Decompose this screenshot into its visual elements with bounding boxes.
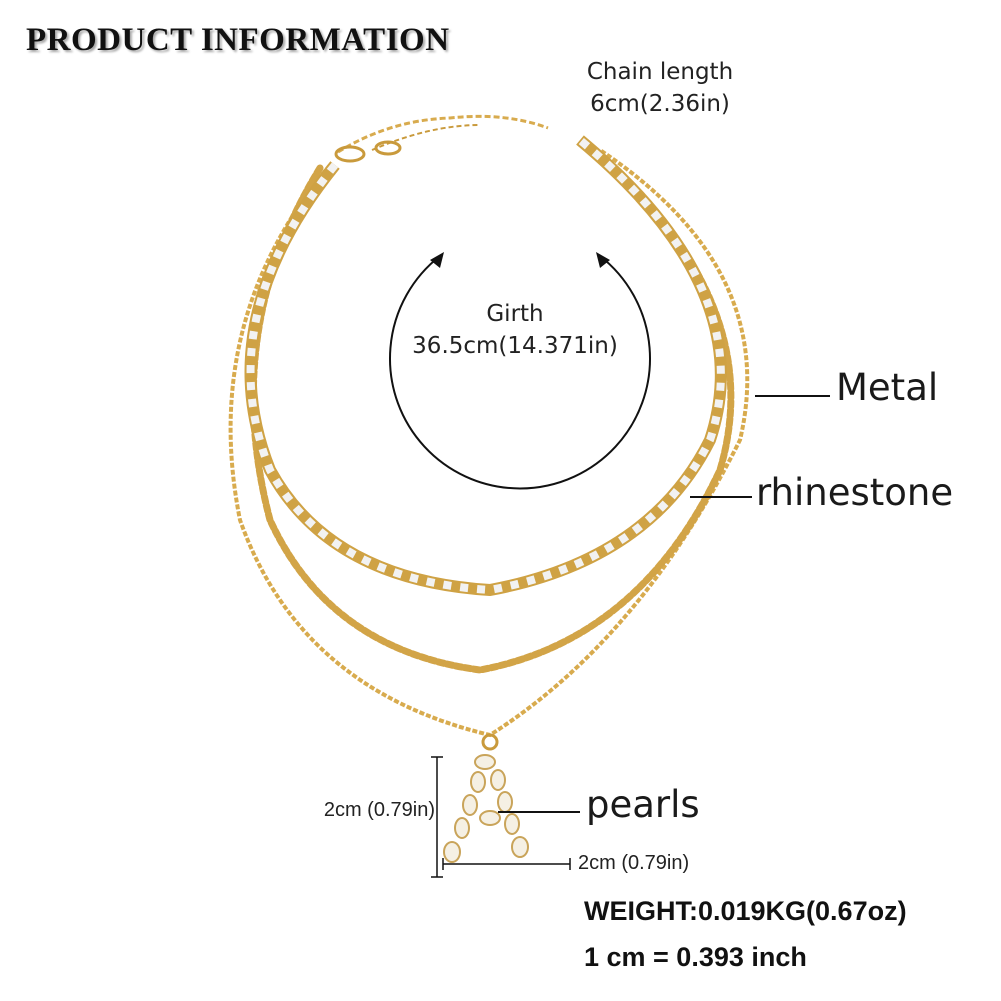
pendant-height-dimension: 2cm (0.79in) bbox=[323, 799, 435, 821]
chain-length-label: Chain length bbox=[586, 59, 734, 85]
unit-conversion-spec: 1 cm = 0.393 inch bbox=[584, 942, 807, 972]
chain-length-value: 6cm(2.36in) bbox=[590, 91, 730, 117]
girth-label: Girth bbox=[486, 301, 544, 327]
rhinestone-callout: rhinestone bbox=[756, 471, 954, 514]
callout-lines bbox=[498, 395, 830, 813]
girth-value: 36.5cm(14.371in) bbox=[412, 333, 618, 359]
weight-spec: WEIGHT:0.019KG(0.67oz) bbox=[584, 896, 907, 926]
metal-callout: Metal bbox=[836, 366, 939, 409]
dimension-lines bbox=[431, 756, 571, 878]
pearls-callout: pearls bbox=[586, 783, 700, 826]
necklace-illustration bbox=[228, 114, 750, 863]
circular-arrow-icon bbox=[389, 252, 651, 490]
girth-annotation: Girth 36.5cm(14.371in) bbox=[380, 298, 650, 362]
page-title: PRODUCT INFORMATION bbox=[26, 22, 450, 58]
pendant-width-dimension: 2cm (0.79in) bbox=[578, 852, 690, 874]
chain-length-annotation: Chain length 6cm(2.36in) bbox=[520, 56, 800, 120]
